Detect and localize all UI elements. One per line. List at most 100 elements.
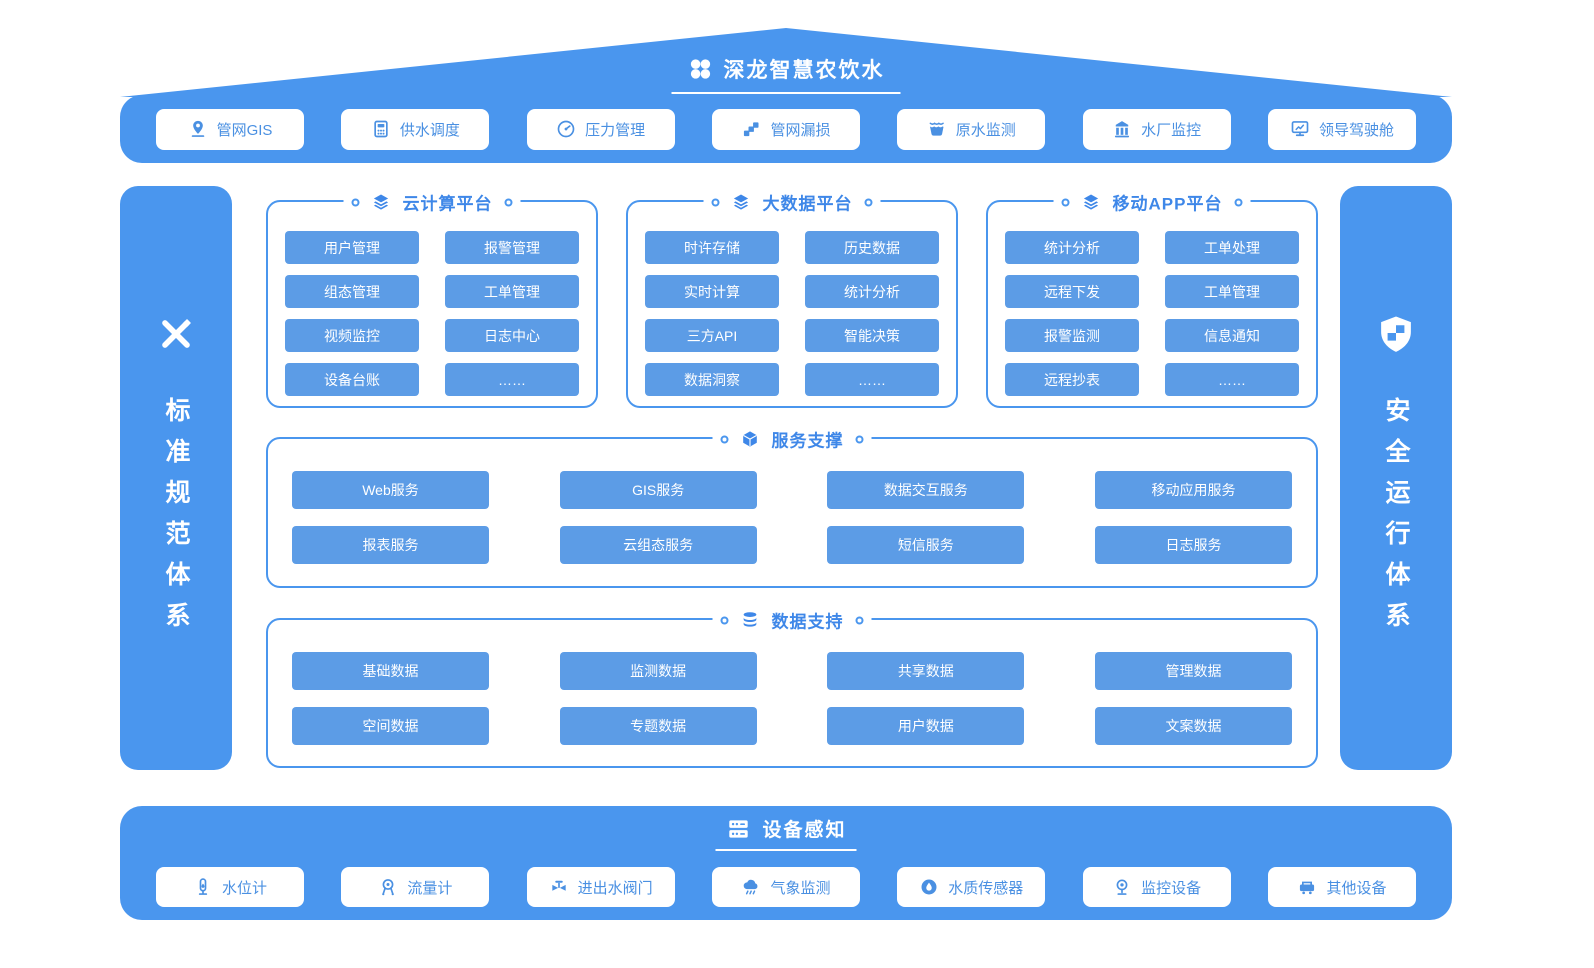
- data-item[interactable]: 基础数据: [292, 652, 489, 690]
- service-item-grid: Web服务 GIS服务 数据交互服务 移动应用服务报表服务 云组态服务 短信服务 日志服务: [268, 439, 1316, 564]
- platform-item[interactable]: 三方API: [645, 319, 779, 352]
- shield-icon: [1375, 313, 1417, 355]
- service-item[interactable]: GIS服务: [559, 471, 757, 509]
- section-bigdata-platform: 大数据平台 时许存储历史数据实时计算统计分析三方API 智能决策数据洞察 ……: [626, 189, 958, 408]
- platform-item-grid: 统计分析工单处理远程下发工单管理报警监测信息通知远程抄表 ……: [988, 202, 1316, 396]
- section-header: 大数据平台: [703, 189, 881, 215]
- device-button[interactable]: 水质传感器: [897, 867, 1046, 907]
- section-title: 数据支持: [771, 612, 844, 632]
- device-button[interactable]: 气象监测: [711, 867, 860, 907]
- top-module-label: 领导驾驶舱: [1318, 121, 1394, 139]
- device-button[interactable]: 监控设备: [1082, 867, 1231, 907]
- platform-item[interactable]: 信息通知: [1165, 319, 1299, 352]
- connector-dot: [855, 435, 864, 443]
- platform-item[interactable]: 报警监测: [1005, 319, 1139, 352]
- platform-item[interactable]: 远程抄表: [1005, 363, 1139, 396]
- top-module-button[interactable]: 水厂监控: [1082, 108, 1231, 150]
- device-button[interactable]: 其他设备: [1267, 867, 1416, 907]
- platform-item[interactable]: 设备台账: [285, 363, 419, 396]
- right-rail-label: 安全运行体系: [1382, 397, 1410, 643]
- service-item[interactable]: 短信服务: [827, 526, 1025, 564]
- data-item[interactable]: 监测数据: [559, 652, 757, 690]
- platform-item[interactable]: 工单管理: [1165, 275, 1299, 308]
- top-module-button[interactable]: 供水调度: [341, 108, 490, 150]
- section-header: 移动APP平台: [1053, 189, 1251, 215]
- platform-item[interactable]: 历史数据: [805, 231, 939, 264]
- service-item[interactable]: 报表服务: [292, 526, 489, 564]
- platform-item[interactable]: 用户管理: [285, 231, 419, 264]
- connector-dot: [720, 435, 729, 443]
- platform-item-grid: 时许存储历史数据实时计算统计分析三方API 智能决策数据洞察 ……: [628, 202, 956, 396]
- service-item[interactable]: 日志服务: [1094, 526, 1292, 564]
- platform-item[interactable]: 统计分析: [805, 275, 939, 308]
- service-item[interactable]: 移动应用服务: [1094, 471, 1292, 509]
- platform-item[interactable]: 组态管理: [285, 275, 419, 308]
- platform-item[interactable]: 时许存储: [645, 231, 779, 264]
- top-module-button[interactable]: 领导驾驶舱: [1267, 108, 1416, 150]
- device-button[interactable]: 进出水阀门: [526, 867, 675, 907]
- left-rail-label: 标准规范体系: [162, 397, 190, 643]
- platform-item[interactable]: 工单处理: [1165, 231, 1299, 264]
- data-item[interactable]: 专题数据: [559, 707, 757, 745]
- data-item[interactable]: 文案数据: [1094, 707, 1292, 745]
- top-module-label: 供水调度: [399, 121, 460, 139]
- section-cloud-platform: 云计算平台 用户管理报警管理组态管理工单管理视频监控日志中心设备台账 ……: [266, 189, 598, 408]
- device-bar-title: 设备感知: [715, 815, 857, 851]
- platform-item[interactable]: 数据洞察: [645, 363, 779, 396]
- right-rail-security: 安全运行体系: [1340, 186, 1452, 770]
- platform-item[interactable]: 远程下发: [1005, 275, 1139, 308]
- section-data-support: 数据支持 基础数据 监测数据 共享数据 管理数据空间数据 专题数据 用户数据 文案数据: [266, 607, 1318, 768]
- map-pin-icon: [188, 119, 208, 139]
- platform-item[interactable]: 日志中心: [445, 319, 579, 352]
- data-item-grid: 基础数据 监测数据 共享数据 管理数据空间数据 专题数据 用户数据 文案数据: [268, 620, 1316, 745]
- layers-icon: [1082, 193, 1101, 212]
- top-module-button[interactable]: 管网GIS: [156, 108, 304, 150]
- data-item[interactable]: 空间数据: [292, 707, 489, 745]
- device-label: 其他设备: [1326, 879, 1387, 897]
- service-item[interactable]: Web服务: [292, 471, 489, 509]
- platform-item[interactable]: 工单管理: [445, 275, 579, 308]
- section-title: 移动APP平台: [1112, 194, 1223, 214]
- platform-item[interactable]: ……: [1165, 363, 1299, 396]
- dashboard-screen-icon: [1290, 119, 1310, 139]
- control-panel-icon: [371, 119, 391, 139]
- platform-item[interactable]: 智能决策: [805, 319, 939, 352]
- connector-dot: [1234, 198, 1243, 206]
- connector-dot: [720, 616, 729, 624]
- data-item[interactable]: 用户数据: [827, 707, 1025, 745]
- device-perception-bar: 设备感知 水位计 流量计 进出水阀门: [120, 806, 1452, 920]
- section-title: 云计算平台: [402, 194, 493, 214]
- section-mobile-app-platform: 移动APP平台 统计分析工单处理远程下发工单管理报警监测信息通知远程抄表 ……: [986, 189, 1318, 408]
- service-item[interactable]: 云组态服务: [559, 526, 757, 564]
- device-bar-title-text: 设备感知: [762, 820, 847, 841]
- device-button[interactable]: 水位计: [156, 867, 304, 907]
- platform-item-grid: 用户管理报警管理组态管理工单管理视频监控日志中心设备台账 ……: [268, 202, 596, 396]
- top-module-button[interactable]: 管网漏损: [711, 108, 860, 150]
- layers-icon: [732, 193, 751, 212]
- device-label: 流量计: [407, 879, 453, 897]
- connector-dot: [351, 198, 360, 206]
- top-module-button[interactable]: 压力管理: [526, 108, 675, 150]
- service-item[interactable]: 数据交互服务: [827, 471, 1025, 509]
- database-icon: [741, 611, 760, 630]
- platform-item[interactable]: ……: [445, 363, 579, 396]
- pencil-ruler-icon: [155, 313, 197, 355]
- device-button[interactable]: 流量计: [341, 867, 490, 907]
- top-zone: 深龙智慧农饮水 管网GIS 供水调度 压力管理: [120, 0, 1452, 163]
- platform-item[interactable]: ……: [805, 363, 939, 396]
- connector-dot: [711, 198, 720, 206]
- water-level-icon: [193, 877, 213, 897]
- platform-item[interactable]: 统计分析: [1005, 231, 1139, 264]
- data-item[interactable]: 共享数据: [827, 652, 1025, 690]
- platform-item[interactable]: 实时计算: [645, 275, 779, 308]
- other-device-icon: [1297, 877, 1317, 897]
- platform-item[interactable]: 视频监控: [285, 319, 419, 352]
- section-header: 数据支持: [712, 607, 872, 633]
- platform-item[interactable]: 报警管理: [445, 231, 579, 264]
- data-item[interactable]: 管理数据: [1094, 652, 1292, 690]
- device-button-row: 水位计 流量计 进出水阀门 气象监测: [120, 867, 1452, 907]
- top-module-label: 管网漏损: [770, 121, 831, 139]
- top-module-button[interactable]: 原水监测: [897, 108, 1046, 150]
